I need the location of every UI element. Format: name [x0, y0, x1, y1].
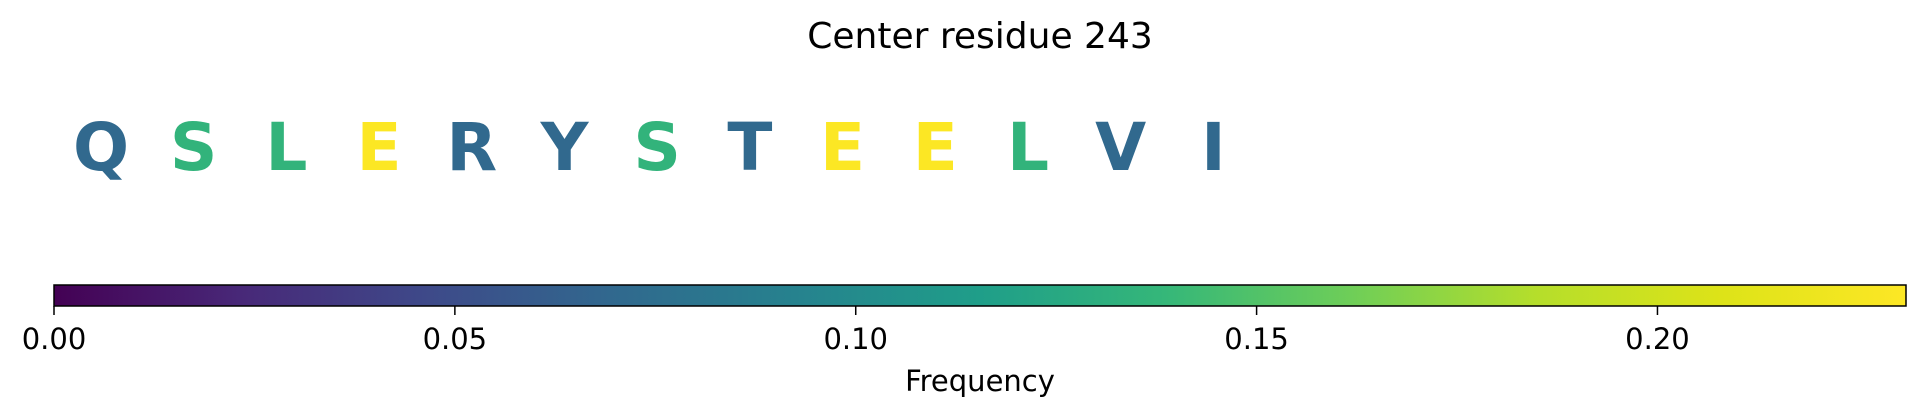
residue-letter-13: I	[1201, 109, 1226, 186]
colorbar-tick-label: 0.05	[423, 322, 488, 356]
residue-letter-6: Y	[540, 109, 590, 186]
colorbar-tick-label: 0.00	[22, 322, 87, 356]
residue-letter-2: S	[170, 109, 218, 186]
colorbar: 0.00 0.05 0.10 0.15 0.20 Frequency	[22, 284, 1907, 398]
chart-title: Center residue 243	[807, 16, 1153, 57]
colorbar-label: Frequency	[905, 364, 1055, 398]
residue-letter-5: R	[446, 109, 497, 186]
residue-letter-4: E	[357, 109, 402, 186]
colorbar-tick-label: 0.20	[1625, 322, 1690, 356]
residue-letter-11: L	[1007, 109, 1049, 186]
colorbar-ticks: 0.00 0.05 0.10 0.15 0.20	[22, 306, 1690, 356]
residue-letter-8: T	[727, 109, 772, 186]
residue-letter-9: E	[820, 109, 865, 186]
residue-letter-1: Q	[73, 109, 129, 186]
colorbar-tick-label: 0.10	[823, 322, 888, 356]
colorbar-gradient	[53, 284, 1907, 307]
residue-letter-7: S	[633, 109, 681, 186]
residue-letter-3: L	[265, 109, 307, 186]
residue-letter-12: V	[1095, 109, 1146, 186]
residue-letter-10: E	[913, 109, 958, 186]
colorbar-tick-label: 0.15	[1224, 322, 1289, 356]
